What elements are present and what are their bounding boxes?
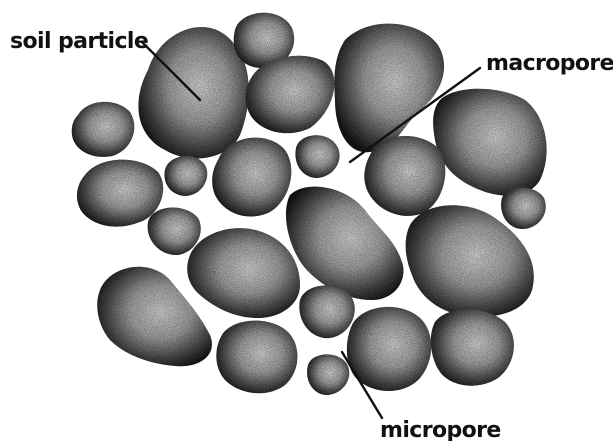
soil-particle: [299, 285, 354, 338]
soil-particle: [216, 321, 297, 394]
soil-particle: [164, 156, 207, 196]
soil-particle: [307, 354, 349, 395]
soil-particle: [77, 160, 163, 227]
micropore-label: micropore: [380, 418, 501, 441]
soil-particle: [501, 188, 546, 230]
soil-particle: [364, 136, 445, 216]
soil-particle: [72, 102, 135, 157]
soil-particle-label: soil particle: [10, 29, 148, 54]
macropore-label: macropore: [486, 51, 613, 76]
soil-particle: [433, 89, 546, 196]
soil-particle: [347, 307, 431, 391]
soil-particle: [148, 207, 201, 255]
soil-particle: [295, 135, 339, 178]
soil-particle: [431, 309, 514, 385]
soil-particle: [187, 228, 300, 318]
